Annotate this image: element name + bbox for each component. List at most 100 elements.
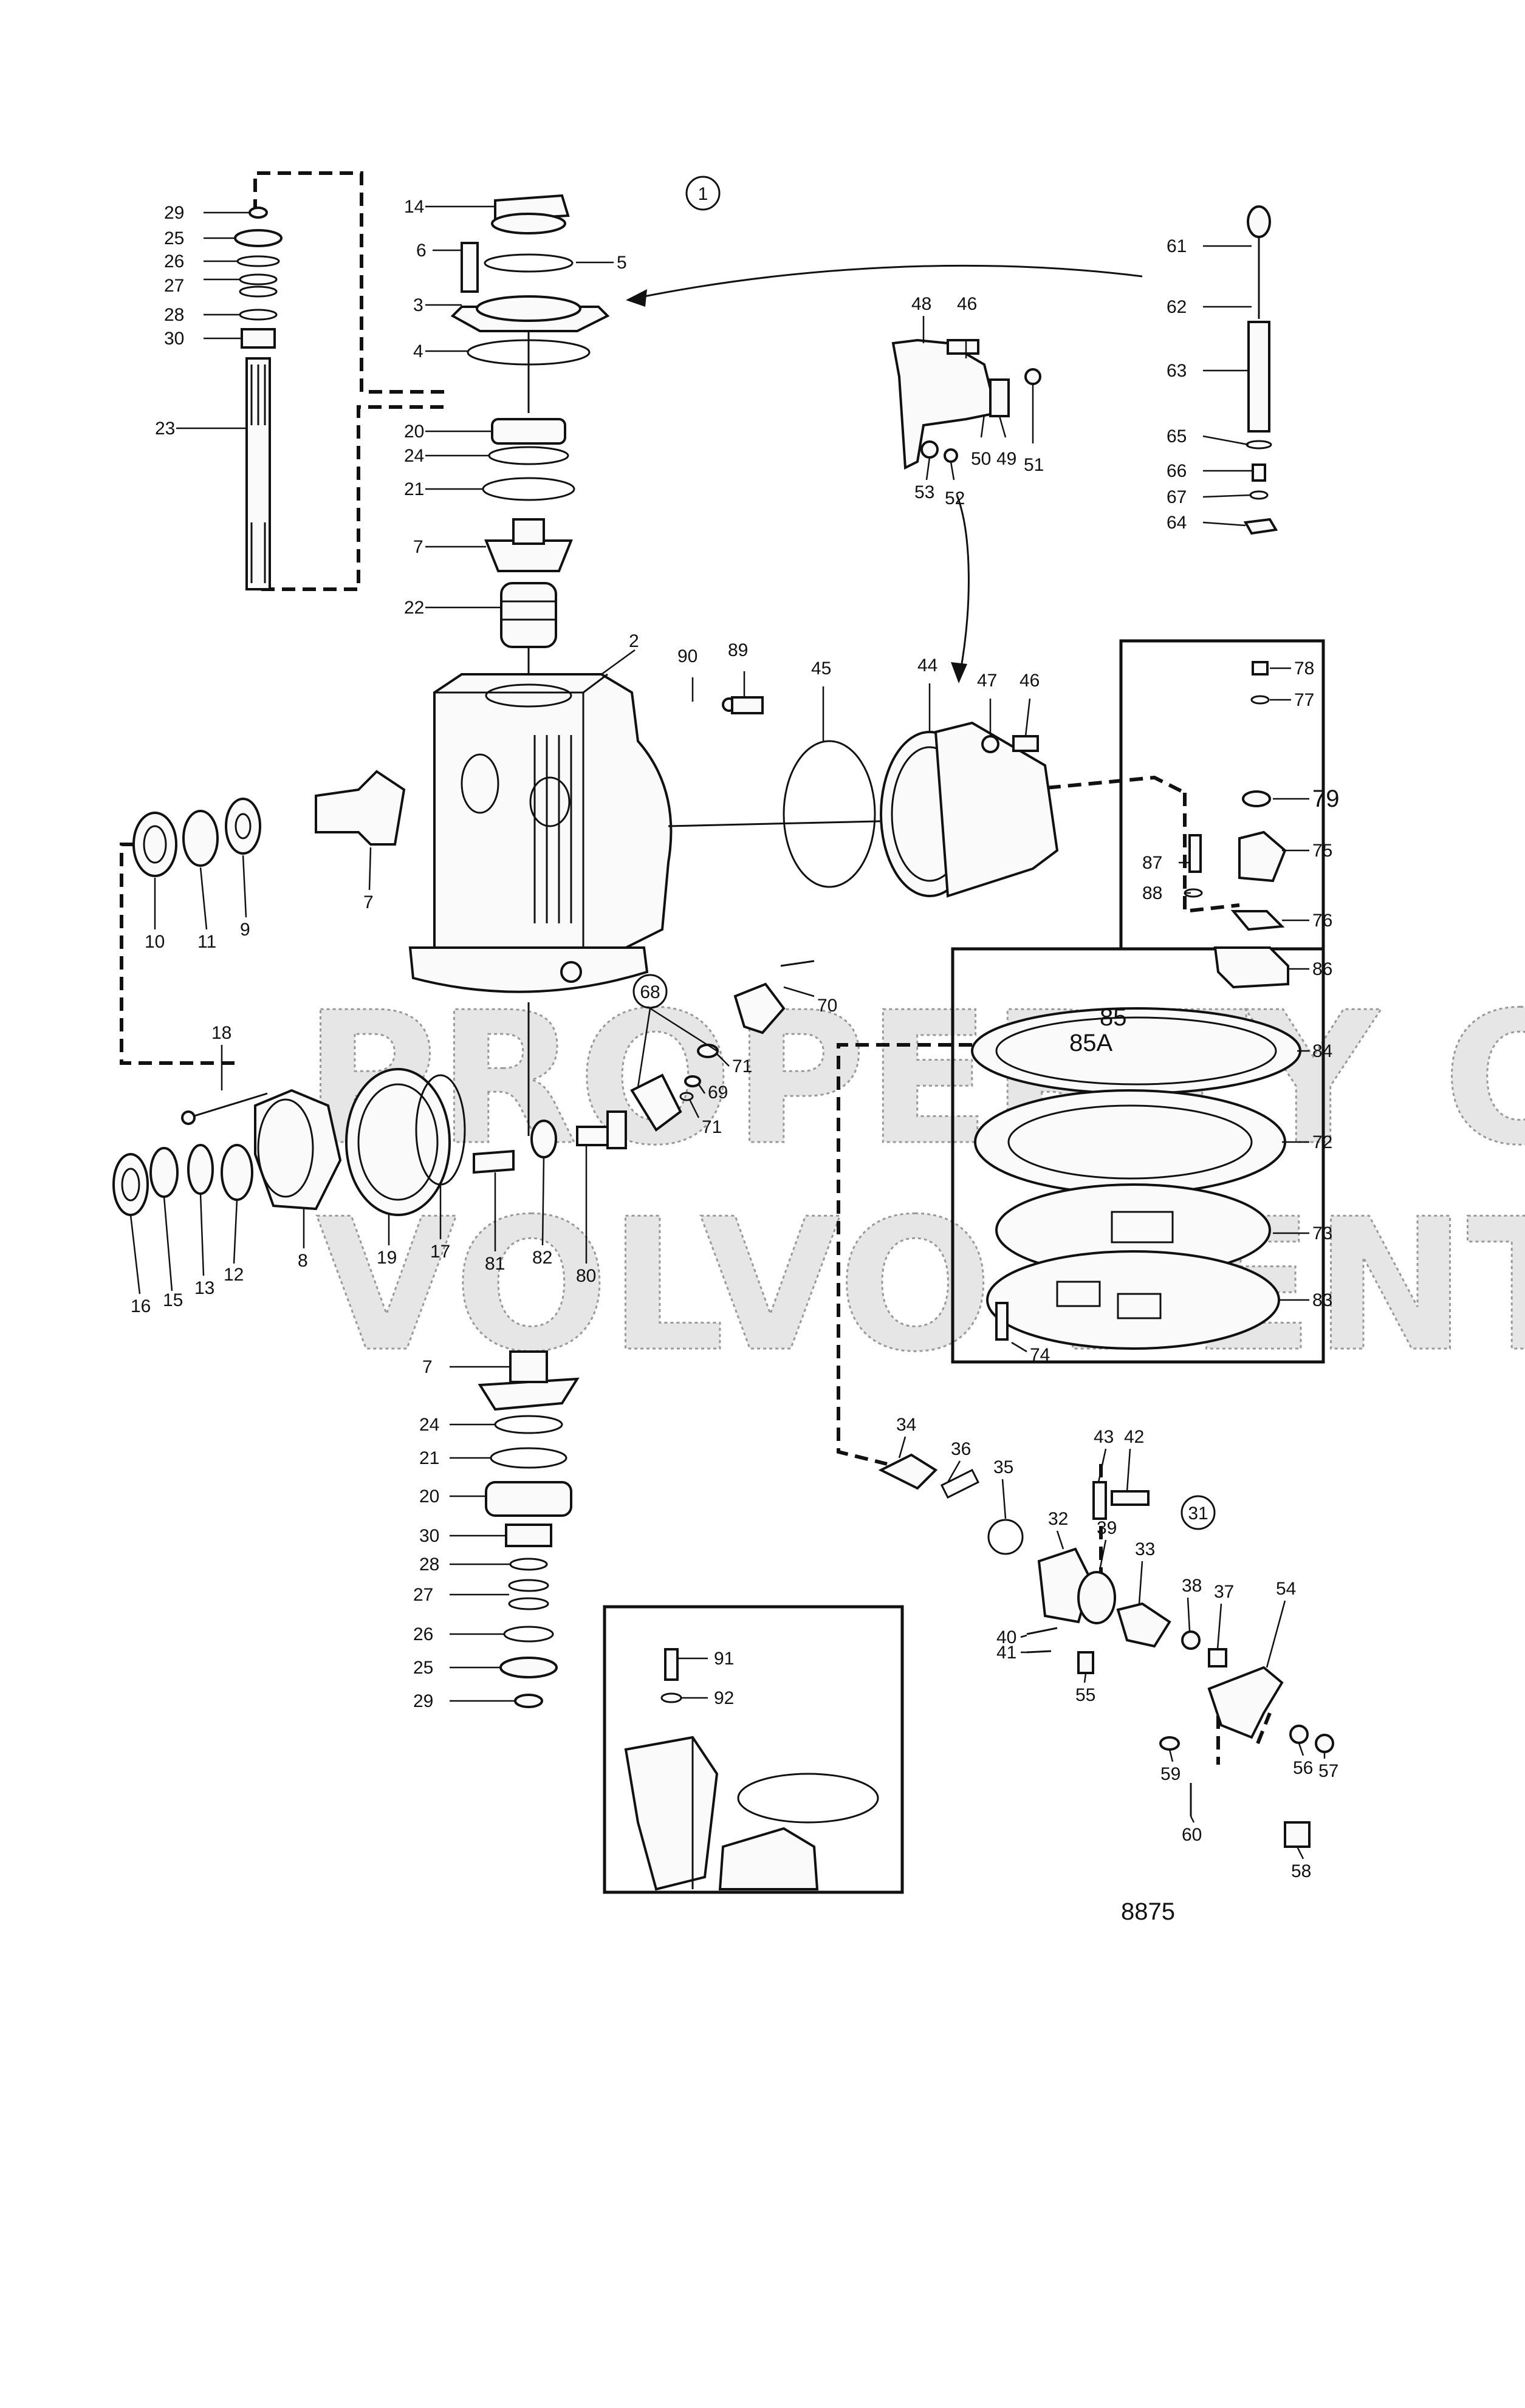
gear-housing: [408, 673, 930, 1136]
callout-61: 61: [1167, 236, 1187, 256]
callout-86: 86: [1312, 959, 1332, 979]
shift-mechanism: [878, 1453, 1334, 1848]
callout-14: 14: [404, 197, 424, 217]
callout-54: 54: [1276, 1579, 1296, 1599]
callout-25-b: 25: [413, 1658, 433, 1678]
callout-29-b: 29: [413, 1691, 433, 1711]
callout-50: 50: [971, 449, 991, 469]
callout-74: 74: [1030, 1345, 1050, 1365]
callout-37: 37: [1214, 1582, 1234, 1602]
arrow-to-cover: [637, 264, 1143, 299]
svg-text:31: 31: [1188, 1503, 1208, 1524]
watermark-line-1: PROPERTY OF: [304, 973, 1525, 1185]
callout-77: 77: [1294, 690, 1314, 710]
callout-73: 73: [1312, 1223, 1332, 1243]
callout-82: 82: [532, 1248, 552, 1268]
callout-10: 10: [145, 932, 165, 952]
leader-lines: [129, 205, 1326, 1859]
top-cover-stack: [450, 194, 610, 705]
callout-25: 25: [164, 228, 184, 248]
callout-57: 57: [1318, 1761, 1338, 1781]
callout-64: 64: [1167, 513, 1187, 533]
callout-63: 63: [1167, 361, 1187, 381]
callout-7-c: 7: [422, 1357, 433, 1377]
callout-72: 72: [1312, 1132, 1332, 1152]
callout-20: 20: [404, 422, 424, 442]
callout-92: 92: [714, 1688, 734, 1708]
callout-87: 87: [1142, 853, 1162, 873]
callout-43: 43: [1094, 1427, 1114, 1447]
watermark-line-2: VOLVO PENTA: [316, 1180, 1525, 1392]
callout-81: 81: [485, 1254, 505, 1274]
callout-45: 45: [811, 658, 831, 679]
svg-text:68: 68: [640, 982, 660, 1002]
group-marker-31: 31: [1181, 1495, 1216, 1530]
callout-24-b: 24: [419, 1415, 439, 1435]
callout-5: 5: [617, 253, 627, 273]
callout-85: 85: [1100, 1004, 1127, 1031]
upper-gear-unit: [722, 696, 1059, 898]
callout-13: 13: [194, 1278, 214, 1298]
callout-29: 29: [164, 203, 184, 223]
drawing-number: 8875: [1121, 1898, 1175, 1925]
pinion-assembly: [132, 770, 406, 877]
callout-65: 65: [1167, 426, 1187, 446]
callout-51: 51: [1024, 455, 1044, 475]
callout-89: 89: [728, 640, 748, 660]
arrow-to-housing: [956, 494, 970, 675]
callout-90: 90: [677, 646, 697, 666]
callout-24: 24: [404, 446, 424, 466]
callout-26: 26: [164, 251, 184, 272]
callout-28: 28: [164, 305, 184, 325]
callout-22: 22: [404, 598, 424, 618]
callout-70: 70: [817, 996, 837, 1016]
callout-52: 52: [945, 488, 965, 508]
callout-11: 11: [197, 932, 216, 952]
lower-bearing-housing: [112, 1068, 466, 1216]
callout-34: 34: [896, 1415, 916, 1435]
callout-23: 23: [155, 419, 175, 439]
callout-3: 3: [413, 295, 423, 315]
callout-46-b: 46: [1020, 671, 1040, 691]
callout-labels: 29 25 26 27 28 30 23 14 6 5 3 4 20 24 21…: [131, 197, 1340, 1881]
callout-59: 59: [1160, 1764, 1181, 1784]
callout-26-b: 26: [413, 1624, 433, 1644]
callout-19: 19: [377, 1248, 397, 1268]
lower-shaft-stack: [478, 1350, 580, 1708]
callout-21: 21: [404, 479, 424, 499]
callout-69: 69: [708, 1083, 728, 1103]
callout-9: 9: [240, 920, 250, 940]
callout-55: 55: [1075, 1685, 1095, 1705]
callout-28-b: 28: [419, 1555, 439, 1575]
callout-80: 80: [576, 1266, 596, 1286]
group-marker-68: 68: [632, 974, 668, 1009]
inset-mount-detail: [624, 1648, 879, 1891]
callout-85a: 85A: [1069, 1030, 1112, 1056]
callout-41: 41: [996, 1643, 1016, 1663]
callout-27: 27: [164, 276, 184, 296]
callout-8: 8: [298, 1251, 308, 1271]
callout-2: 2: [629, 631, 639, 651]
callout-91: 91: [714, 1649, 734, 1669]
callout-48: 48: [911, 294, 931, 314]
mounting-plate-frame: [951, 947, 1325, 1364]
callout-60: 60: [1182, 1825, 1202, 1845]
callout-76: 76: [1312, 911, 1332, 931]
callout-15: 15: [163, 1290, 183, 1310]
callout-62: 62: [1167, 297, 1187, 317]
inset-detail-frame: [603, 1605, 904, 1894]
callout-49: 49: [996, 449, 1016, 469]
callout-21-b: 21: [419, 1448, 439, 1468]
mounting-hardware: [971, 661, 1301, 1350]
callout-33: 33: [1135, 1539, 1155, 1559]
callout-78: 78: [1294, 658, 1314, 679]
shift-cable: [1243, 205, 1278, 535]
callout-42: 42: [1124, 1427, 1144, 1447]
callout-47: 47: [977, 671, 997, 691]
callout-20-b: 20: [419, 1486, 439, 1507]
mount-upper-frame: [1119, 639, 1325, 949]
svg-text:1: 1: [698, 184, 708, 204]
callout-39: 39: [1097, 1518, 1117, 1538]
shift-bracket: [891, 338, 1041, 470]
callout-84: 84: [1312, 1041, 1332, 1061]
